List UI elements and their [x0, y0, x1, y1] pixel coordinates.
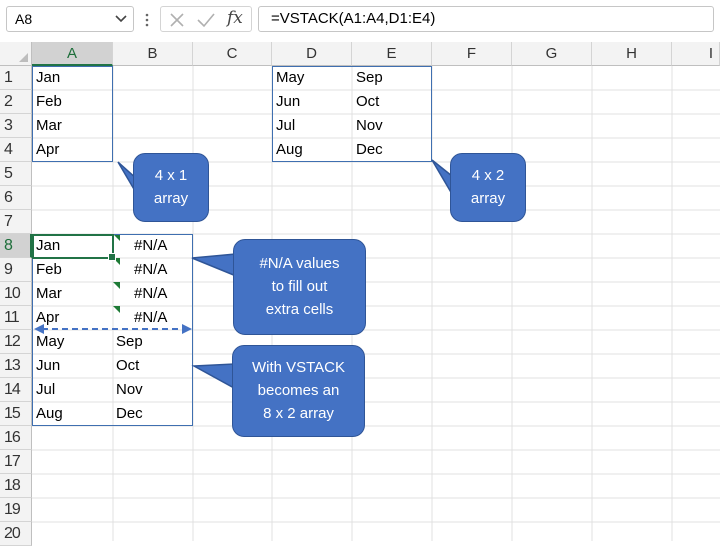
callout-line: 4 x 2 — [471, 167, 505, 184]
error-indicator-icon[interactable] — [113, 234, 120, 241]
column-header-c[interactable]: C — [193, 42, 272, 66]
cell-a11[interactable]: Apr — [36, 309, 60, 326]
cell-a2[interactable]: Feb — [36, 93, 62, 110]
cell-a15[interactable]: Aug — [36, 405, 63, 422]
column-header-e[interactable]: E — [352, 42, 432, 66]
row-header-13[interactable]: 13 — [0, 354, 32, 378]
row-header-2[interactable]: 2 — [0, 90, 32, 114]
column-header-d[interactable]: D — [272, 42, 352, 66]
callout-line: becomes an — [257, 382, 340, 399]
name-box[interactable]: A8 — [6, 6, 134, 32]
cell-b14[interactable]: Nov — [116, 381, 143, 398]
cell-b11[interactable]: #N/A — [134, 309, 168, 326]
row-header-12[interactable]: 12 — [0, 330, 32, 354]
cell-b12[interactable]: Sep — [116, 333, 143, 350]
formula-bar-area: A8 fx =VSTACK(A1:A4,D1:E4) — [0, 0, 720, 38]
cell-e2[interactable]: Oct — [356, 93, 380, 110]
error-indicator-icon[interactable] — [113, 306, 120, 313]
row-header-14[interactable]: 14 — [0, 378, 32, 402]
callout-vstack-result: With VSTACK becomes an 8 x 2 array — [232, 345, 365, 437]
cell-b15[interactable]: Dec — [116, 405, 143, 422]
formula-text: =VSTACK(A1:A4,D1:E4) — [271, 10, 436, 27]
chevron-down-icon[interactable] — [115, 14, 127, 24]
cancel-icon[interactable] — [167, 10, 187, 30]
select-all-corner[interactable] — [0, 42, 32, 66]
cell-d1[interactable]: May — [276, 69, 305, 86]
callout-line: extra cells — [265, 301, 334, 318]
cell-a3[interactable]: Mar — [36, 117, 62, 134]
callout-line: array — [470, 190, 506, 207]
row-header-15[interactable]: 15 — [0, 402, 32, 426]
row-header-8[interactable]: 8 — [0, 234, 32, 258]
row-header-11[interactable]: 11 — [0, 306, 32, 330]
row-header-6[interactable]: 6 — [0, 186, 32, 210]
cell-e4[interactable]: Dec — [356, 141, 383, 158]
row-header-5[interactable]: 5 — [0, 162, 32, 186]
cell-d4[interactable]: Aug — [276, 141, 303, 158]
error-indicator-icon[interactable] — [113, 282, 120, 289]
column-header-h[interactable]: H — [592, 42, 672, 66]
cell-a8[interactable]: Jan — [36, 237, 61, 254]
row-header-1[interactable]: 1 — [0, 66, 32, 90]
row-header-4[interactable]: 4 — [0, 138, 32, 162]
cell-a4[interactable]: Apr — [36, 141, 60, 158]
cell-e1[interactable]: Sep — [356, 69, 383, 86]
column-header-f[interactable]: F — [432, 42, 512, 66]
row-header-9[interactable]: 9 — [0, 258, 32, 282]
cell-a9[interactable]: Feb — [36, 261, 62, 278]
row-header-17[interactable]: 17 — [0, 450, 32, 474]
callout-4x2-array: 4 x 2 array — [450, 153, 526, 222]
cell-b8[interactable]: #N/A — [134, 237, 168, 254]
callout-line: 8 x 2 array — [263, 405, 334, 422]
callout-4x1-array: 4 x 1 array — [133, 153, 209, 222]
callout-line: 4 x 1 — [154, 167, 188, 184]
cell-a14[interactable]: Jul — [36, 381, 56, 398]
cell-a12[interactable]: May — [36, 333, 65, 350]
callout-line: #N/A values — [259, 255, 340, 272]
cell-b9[interactable]: #N/A — [134, 261, 168, 278]
cell-a10[interactable]: Mar — [36, 285, 62, 302]
cell-a13[interactable]: Jun — [36, 357, 61, 374]
callout-na-values: #N/A values to fill out extra cells — [233, 239, 366, 335]
row-header-19[interactable]: 19 — [0, 498, 32, 522]
cell-b13[interactable]: Oct — [116, 357, 140, 374]
column-header-g[interactable]: G — [512, 42, 592, 66]
cell-d2[interactable]: Jun — [276, 93, 301, 110]
more-options-icon[interactable] — [145, 12, 149, 28]
formula-input[interactable]: =VSTACK(A1:A4,D1:E4) — [258, 6, 714, 32]
row-header-3[interactable]: 3 — [0, 114, 32, 138]
row-header-18[interactable]: 18 — [0, 474, 32, 498]
row-header-7[interactable]: 7 — [0, 210, 32, 234]
callout-line: With VSTACK — [251, 359, 346, 376]
insert-function-icon[interactable]: fx — [227, 8, 243, 28]
row-header-10[interactable]: 10 — [0, 282, 32, 306]
cell-d3[interactable]: Jul — [276, 117, 296, 134]
error-indicator-icon[interactable] — [113, 258, 120, 265]
column-header-b[interactable]: B — [113, 42, 193, 66]
callout-line: to fill out — [271, 278, 328, 295]
formula-tools: fx — [160, 6, 252, 32]
enter-check-icon[interactable] — [195, 10, 217, 30]
name-box-value: A8 — [15, 11, 33, 27]
column-header-a[interactable]: A — [32, 42, 113, 66]
active-cell-cursor[interactable] — [32, 234, 116, 261]
cell-b10[interactable]: #N/A — [134, 285, 168, 302]
callout-line: array — [153, 190, 189, 207]
row-header-16[interactable]: 16 — [0, 426, 32, 450]
cell-e3[interactable]: Nov — [356, 117, 383, 134]
cell-a1[interactable]: Jan — [36, 69, 61, 86]
